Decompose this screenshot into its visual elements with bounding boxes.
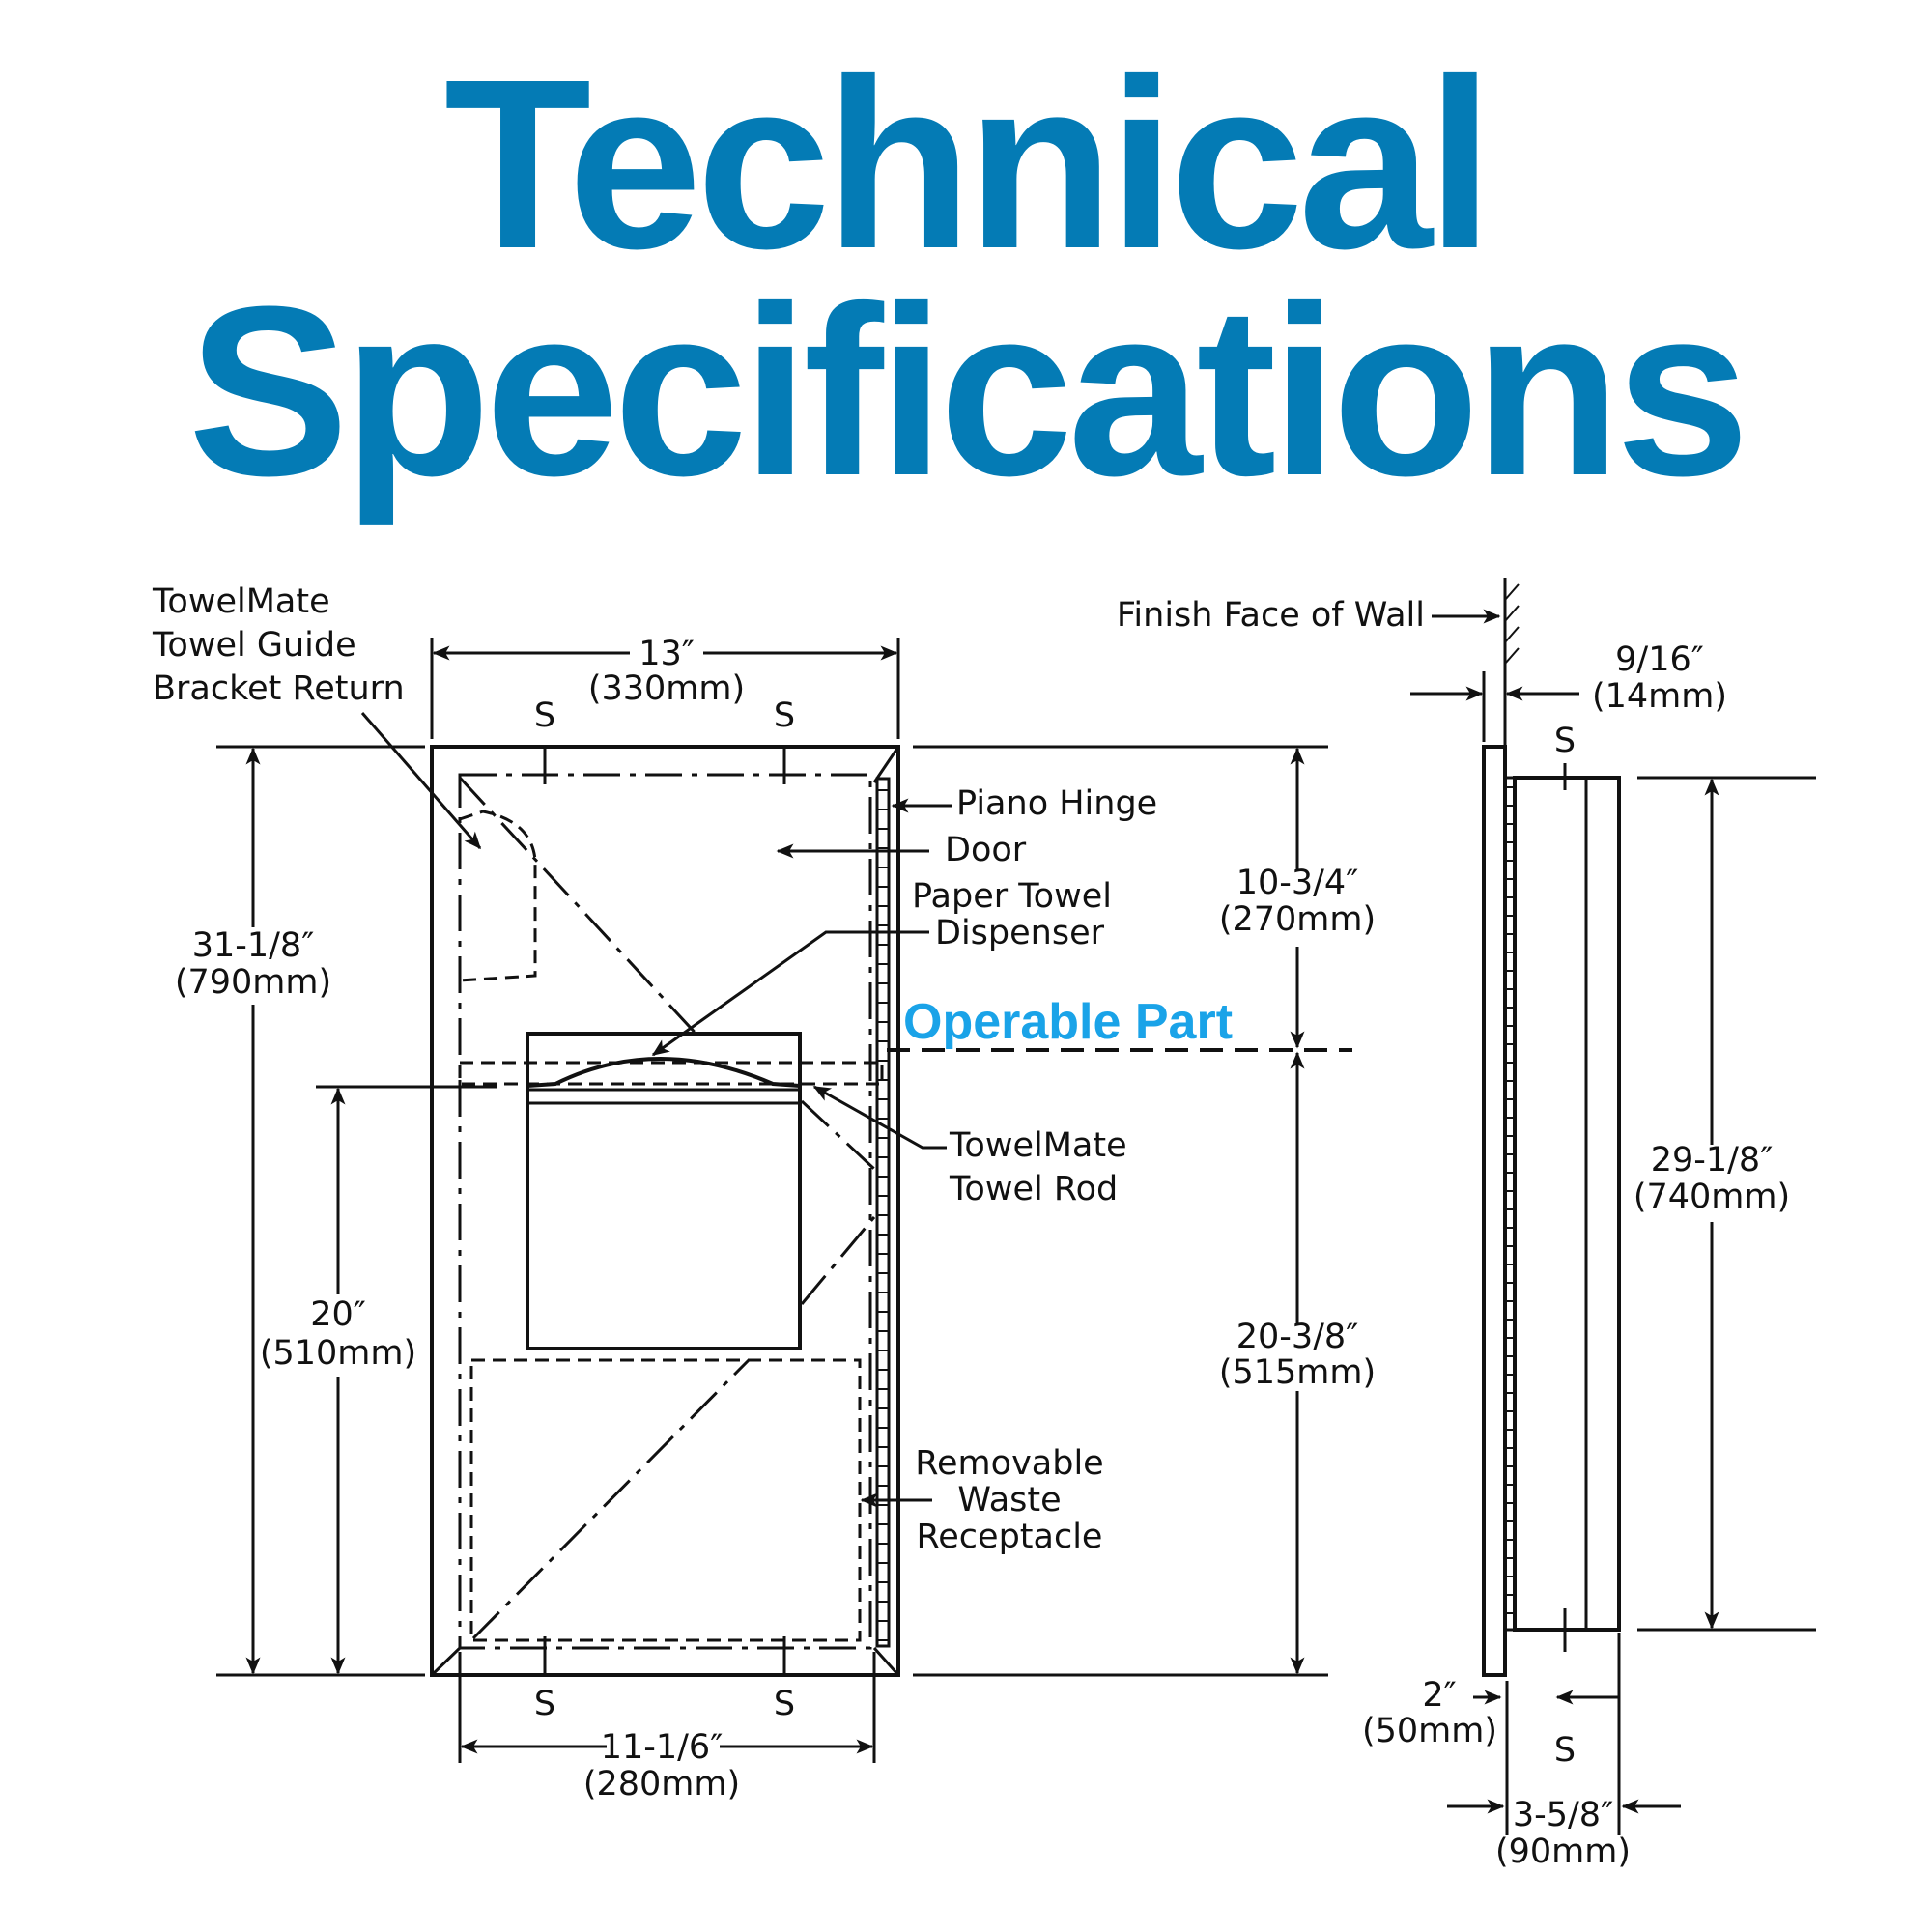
towel-guide-bracket [459, 810, 537, 982]
dim-lower-mm: (515mm) [1219, 1353, 1376, 1392]
towel-rod [458, 1061, 884, 1086]
screw-label-top-right: S [774, 696, 795, 735]
dim-height-mm: (790mm) [175, 963, 331, 1002]
dim-width-in: 13″ [639, 635, 695, 673]
dim-side-height-in: 29-1/8″ [1651, 1141, 1774, 1179]
dim-rod-mm: (510mm) [260, 1334, 416, 1373]
title-line-1: Technical [443, 29, 1494, 298]
dim-depth-mm: (90mm) [1495, 1833, 1631, 1871]
outer-frame [430, 745, 900, 1677]
dim-rod-height: 20″ (510mm) [260, 1085, 497, 1675]
dim-protrusion-in: 2″ [1422, 1676, 1456, 1715]
label-dispenser-1: Paper Towel [912, 877, 1112, 916]
wall-hatch [1504, 583, 1520, 665]
flange [1482, 745, 1507, 1677]
dim-width: 13″ (330mm) [430, 635, 900, 739]
side-screw-bottom: S [1554, 1731, 1576, 1770]
hinge-knuckles [877, 789, 889, 1641]
label-bracket-3: Bracket Return [153, 669, 405, 708]
label-waste-2: Waste [957, 1481, 1061, 1520]
side-screw-top: S [1554, 722, 1576, 760]
piano-hinge [875, 777, 891, 1648]
dim-flange-in: 9/16″ [1615, 640, 1704, 679]
front-view: S S S S [430, 696, 900, 1723]
cabinet-outline [458, 773, 872, 1650]
dim-right: 10-3/4″ (270mm) 20-3/8″ (515mm) [913, 745, 1376, 1677]
operable-part-label: Operable Part [903, 994, 1233, 1050]
dim-upper-in: 10-3/4″ [1236, 864, 1359, 902]
label-rod-2: Towel Rod [949, 1170, 1118, 1208]
waste-receptacle [469, 1358, 862, 1642]
dim-height: 31-1/8″ (790mm) [175, 745, 425, 1677]
label-waste-1: Removable [915, 1444, 1103, 1483]
title-line-2: Specifications [187, 256, 1750, 526]
dispenser-body [526, 1032, 802, 1350]
dim-inner-mm: (280mm) [583, 1765, 740, 1804]
side-body [1513, 776, 1621, 1632]
tick-mark [1504, 605, 1520, 622]
dim-inner-in: 11-1/6″ [601, 1728, 724, 1767]
tick-mark [1504, 583, 1520, 601]
dim-width-mm: (330mm) [588, 669, 745, 708]
dim-depth-in: 3-5/8″ [1513, 1796, 1613, 1834]
label-bracket-1: TowelMate [152, 582, 330, 621]
side-hinge [1503, 776, 1517, 1632]
dim-inner-width: 11-1/6″ (280mm) [458, 1652, 876, 1804]
tick-mark [1504, 647, 1520, 665]
label-dispenser-2: Dispenser [935, 914, 1105, 952]
tick-mark [1504, 626, 1520, 643]
label-door: Door [945, 831, 1027, 869]
dim-height-in: 31-1/8″ [192, 926, 315, 965]
label-bracket-2: Towel Guide [152, 626, 356, 665]
dim-rod-in: 20″ [310, 1295, 366, 1334]
screw-label-top-left: S [534, 696, 555, 735]
label-waste-3: Receptacle [917, 1518, 1103, 1556]
dim-upper-mm: (270mm) [1219, 900, 1376, 939]
screw-label-bottom-left: S [534, 1685, 555, 1723]
side-hinge-knuckles [1505, 786, 1515, 1614]
dim-protrusion-mm: (50mm) [1362, 1712, 1497, 1750]
label-wall: Finish Face of Wall [1117, 596, 1425, 635]
callouts: TowelMate Towel Guide Bracket Return Pia… [152, 582, 1157, 1556]
dim-flange-mm: (14mm) [1592, 677, 1727, 716]
side-view: Finish Face of Wall S S 9/16″ (14mm) 29-… [1117, 578, 1816, 1871]
screw-label-bottom-right: S [774, 1685, 795, 1723]
label-rod-1: TowelMate [949, 1126, 1127, 1165]
dim-side-height-mm: (740mm) [1634, 1178, 1790, 1216]
label-piano-hinge: Piano Hinge [956, 784, 1157, 823]
dim-lower-in: 20-3/8″ [1236, 1318, 1359, 1356]
